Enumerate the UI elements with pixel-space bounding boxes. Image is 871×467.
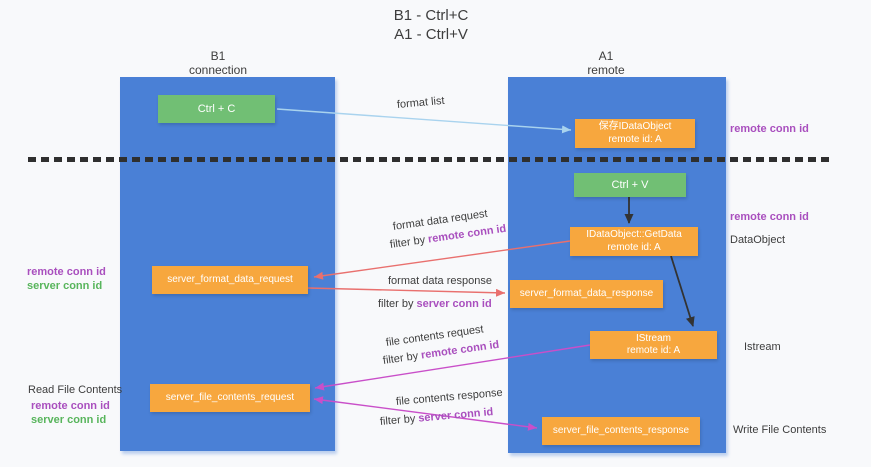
arrow-format-data-response (307, 287, 506, 297)
node-save-idataobject-line2: remote id: A (608, 133, 662, 145)
lane-b1-name: B1 (210, 49, 226, 63)
node-server-format-data-response-label: server_format_data_response (519, 287, 654, 299)
node-ctrl-c-label: Ctrl + C (197, 102, 236, 115)
node-istream-line2: remote id: A (626, 345, 681, 356)
filter-by-text: filter by (389, 234, 426, 251)
filter-key-server-conn-id: server conn id (417, 406, 494, 425)
label-remote-conn-id-save: remote conn id (730, 123, 809, 135)
node-save-idataobject: 保存IDataObject remote id: A (575, 119, 695, 148)
node-server-format-data-response: server_format_data_response (510, 280, 663, 308)
label-istream: Istream (744, 341, 781, 353)
node-istream: IStream remote id: A (590, 331, 717, 359)
filter-by-text: filter by (379, 412, 416, 428)
node-server-file-contents-request-label: server_file_contents_request (165, 391, 295, 403)
filter-key-server-conn-id: server conn id (416, 298, 492, 310)
label-file-contents-response: file contents response (395, 386, 504, 408)
label-server-conn-id-format: server conn id (27, 280, 103, 292)
node-ctrl-v-label: Ctrl + V (611, 178, 649, 191)
lane-a1-role: remote (587, 63, 625, 77)
node-ctrl-v: Ctrl + V (574, 173, 686, 197)
node-save-idataobject-line1: 保存IDataObject (598, 121, 672, 132)
node-server-file-contents-response-label: server_file_contents_response (552, 424, 690, 436)
label-write-file-contents: Write File Contents (733, 424, 827, 436)
node-istream-line1: IStream (635, 332, 671, 344)
diagram-title: B1 - Ctrl+C A1 - Ctrl+V (331, 6, 531, 44)
title-line-b1: B1 - Ctrl+C (393, 7, 469, 24)
node-ctrl-c: Ctrl + C (158, 95, 275, 123)
label-format-list: format list (396, 94, 446, 111)
label-server-conn-id-file: server conn id (31, 414, 107, 426)
lane-a1-name: A1 (598, 49, 614, 63)
node-server-format-data-request: server_format_data_request (152, 266, 308, 294)
node-getdata-line1: IDataObject::GetData (586, 229, 682, 240)
node-server-file-contents-request: server_file_contents_request (150, 384, 310, 412)
label-remote-conn-id-file: remote conn id (31, 400, 110, 412)
title-line-a1: A1 - Ctrl+V (394, 26, 468, 43)
lane-b1-header: B1 connection (138, 49, 298, 77)
label-format-data-response: format data response (388, 275, 492, 287)
lane-b1-role: connection (188, 63, 248, 77)
filter-by-text: filter by (378, 298, 414, 310)
node-getdata-line2: remote id: A (607, 241, 661, 253)
node-idataobject-getdata: IDataObject::GetData remote id: A (570, 227, 698, 256)
filter-by-text: filter by (382, 350, 419, 367)
node-server-format-data-request-label: server_format_data_request (167, 273, 293, 285)
node-server-file-contents-response: server_file_contents_response (542, 417, 700, 445)
label-remote-conn-id-format: remote conn id (27, 266, 106, 278)
label-dataobject: DataObject (730, 234, 786, 246)
phase-separator-dashed-line (28, 157, 829, 162)
label-remote-conn-id-getdata: remote conn id (730, 211, 809, 223)
label-read-file-contents: Read File Contents (28, 384, 123, 396)
lane-a1-header: A1 remote (526, 49, 686, 77)
